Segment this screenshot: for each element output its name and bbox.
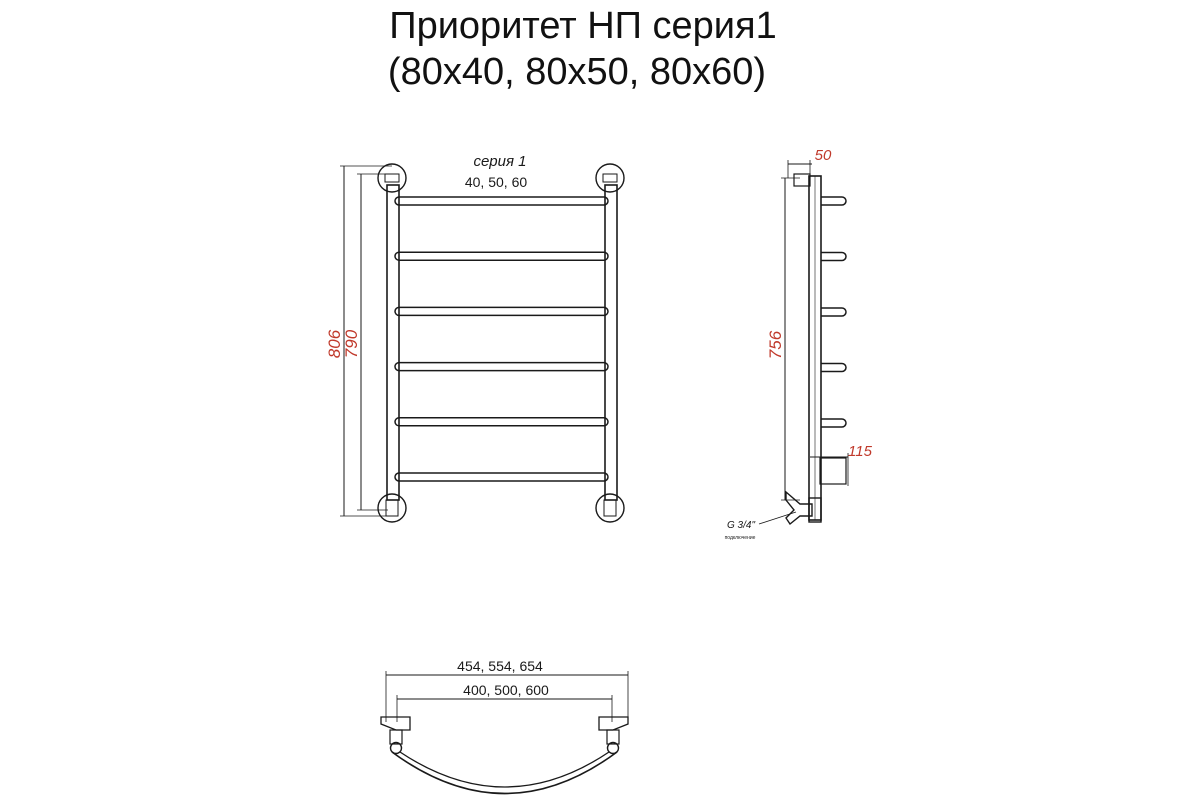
side-bracket-top bbox=[793, 173, 811, 187]
dim-height-outer bbox=[340, 165, 392, 517]
dim-width-outer-label: 454, 554, 654 bbox=[457, 658, 543, 674]
side-hook bbox=[821, 307, 847, 317]
dim-756-label: 756 bbox=[766, 330, 785, 359]
dim-height-inner bbox=[357, 173, 388, 511]
side-hook bbox=[821, 418, 847, 428]
front-bar bbox=[394, 417, 609, 427]
mount-bottom-left bbox=[377, 493, 407, 523]
top-view: 454, 554, 654 400, 500, 600 bbox=[380, 658, 629, 795]
front-bar bbox=[394, 196, 609, 206]
top-curve-inner bbox=[399, 751, 610, 788]
side-hooks bbox=[821, 196, 847, 428]
side-bottom-bar bbox=[819, 457, 847, 485]
side-hook bbox=[821, 251, 847, 262]
drawing-title-line2: (80х40, 80х50, 80х60) bbox=[387, 51, 767, 93]
top-bracket-right bbox=[598, 716, 629, 755]
left-rail bbox=[386, 184, 400, 501]
connection-note: подключение bbox=[725, 535, 756, 541]
front-bar bbox=[394, 251, 609, 261]
dim-115-label: 115 bbox=[848, 443, 873, 460]
front-bar bbox=[394, 472, 609, 482]
side-hook bbox=[821, 196, 847, 206]
top-curve-outer bbox=[391, 751, 618, 795]
dim-790-label: 790 bbox=[342, 329, 361, 358]
dim-806-label: 806 bbox=[325, 329, 344, 358]
drawing-title-line1: Приоритет НП серия1 bbox=[389, 5, 777, 47]
front-bars bbox=[394, 196, 609, 482]
side-view: 756 50 115 G 3/4" подключение bbox=[725, 147, 873, 541]
connection-size: G 3/4" bbox=[727, 520, 755, 531]
side-valve bbox=[785, 490, 822, 526]
spacing-label: 40, 50, 60 bbox=[465, 174, 527, 190]
dim-50-label: 50 bbox=[815, 147, 832, 164]
dim-width-inner-label: 400, 500, 600 bbox=[463, 682, 549, 698]
top-bracket-left bbox=[380, 716, 411, 755]
front-bar bbox=[394, 361, 609, 372]
mount-top-left bbox=[377, 163, 407, 193]
side-hook bbox=[821, 362, 847, 373]
mount-bottom-right bbox=[595, 493, 625, 523]
front-bar bbox=[394, 306, 609, 317]
series-label: серия 1 bbox=[473, 153, 526, 170]
mount-top-right bbox=[595, 163, 625, 193]
front-view: 806 790 серия 1 40, 50, 60 bbox=[325, 153, 625, 523]
right-rail bbox=[604, 184, 618, 501]
